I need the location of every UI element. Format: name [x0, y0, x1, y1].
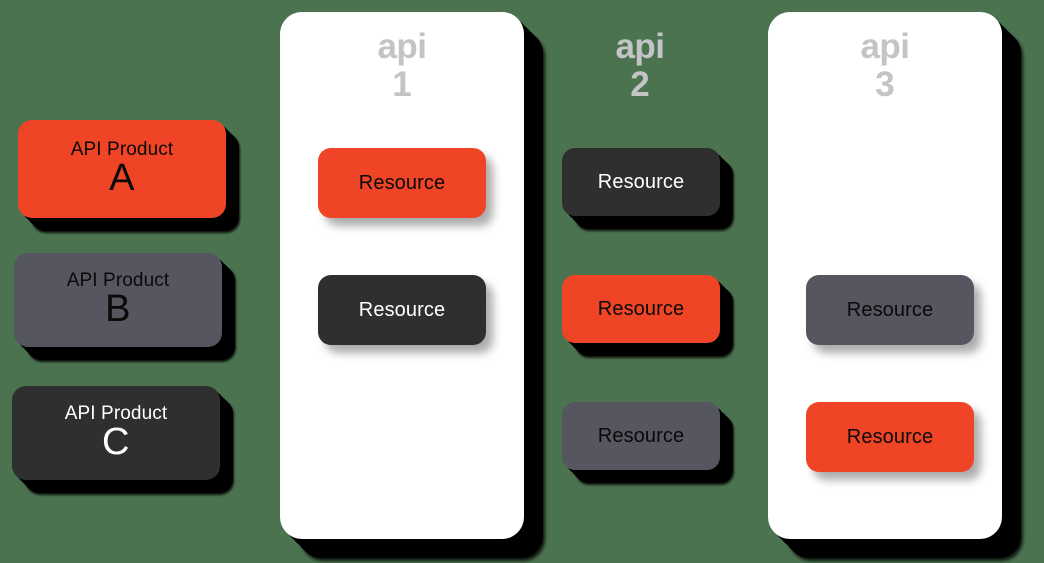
- api-product-label: API Product: [64, 402, 168, 424]
- api-heading-word: api: [860, 27, 910, 66]
- resource-label: Resource: [597, 424, 685, 447]
- api-heading-number: 2: [630, 64, 650, 104]
- resource-label: Resource: [597, 297, 685, 320]
- resource-pill[interactable]: Resource: [806, 402, 974, 472]
- api-product-label: API Product: [70, 138, 174, 160]
- api-heading-number: 1: [392, 64, 412, 104]
- resource-pill[interactable]: Resource: [318, 148, 486, 218]
- resource-pill[interactable]: Resource: [562, 402, 720, 470]
- resource-pill[interactable]: Resource: [562, 148, 720, 216]
- api-product-letter: C: [102, 420, 130, 463]
- api-product-letter: B: [105, 287, 131, 330]
- resource-label: Resource: [358, 298, 446, 321]
- api-heading-word: api: [377, 27, 427, 66]
- resource-label: Resource: [597, 170, 685, 193]
- api-product-label: API Product: [66, 269, 170, 291]
- api-product-letter: A: [109, 156, 135, 199]
- resource-pill[interactable]: Resource: [318, 275, 486, 345]
- api-heading-number: 3: [875, 64, 895, 104]
- resource-label: Resource: [358, 171, 446, 194]
- resource-label: Resource: [846, 425, 934, 448]
- resource-label: Resource: [846, 298, 934, 321]
- resource-pill[interactable]: Resource: [806, 275, 974, 345]
- api-heading-word: api: [615, 27, 665, 66]
- resource-pill[interactable]: Resource: [562, 275, 720, 343]
